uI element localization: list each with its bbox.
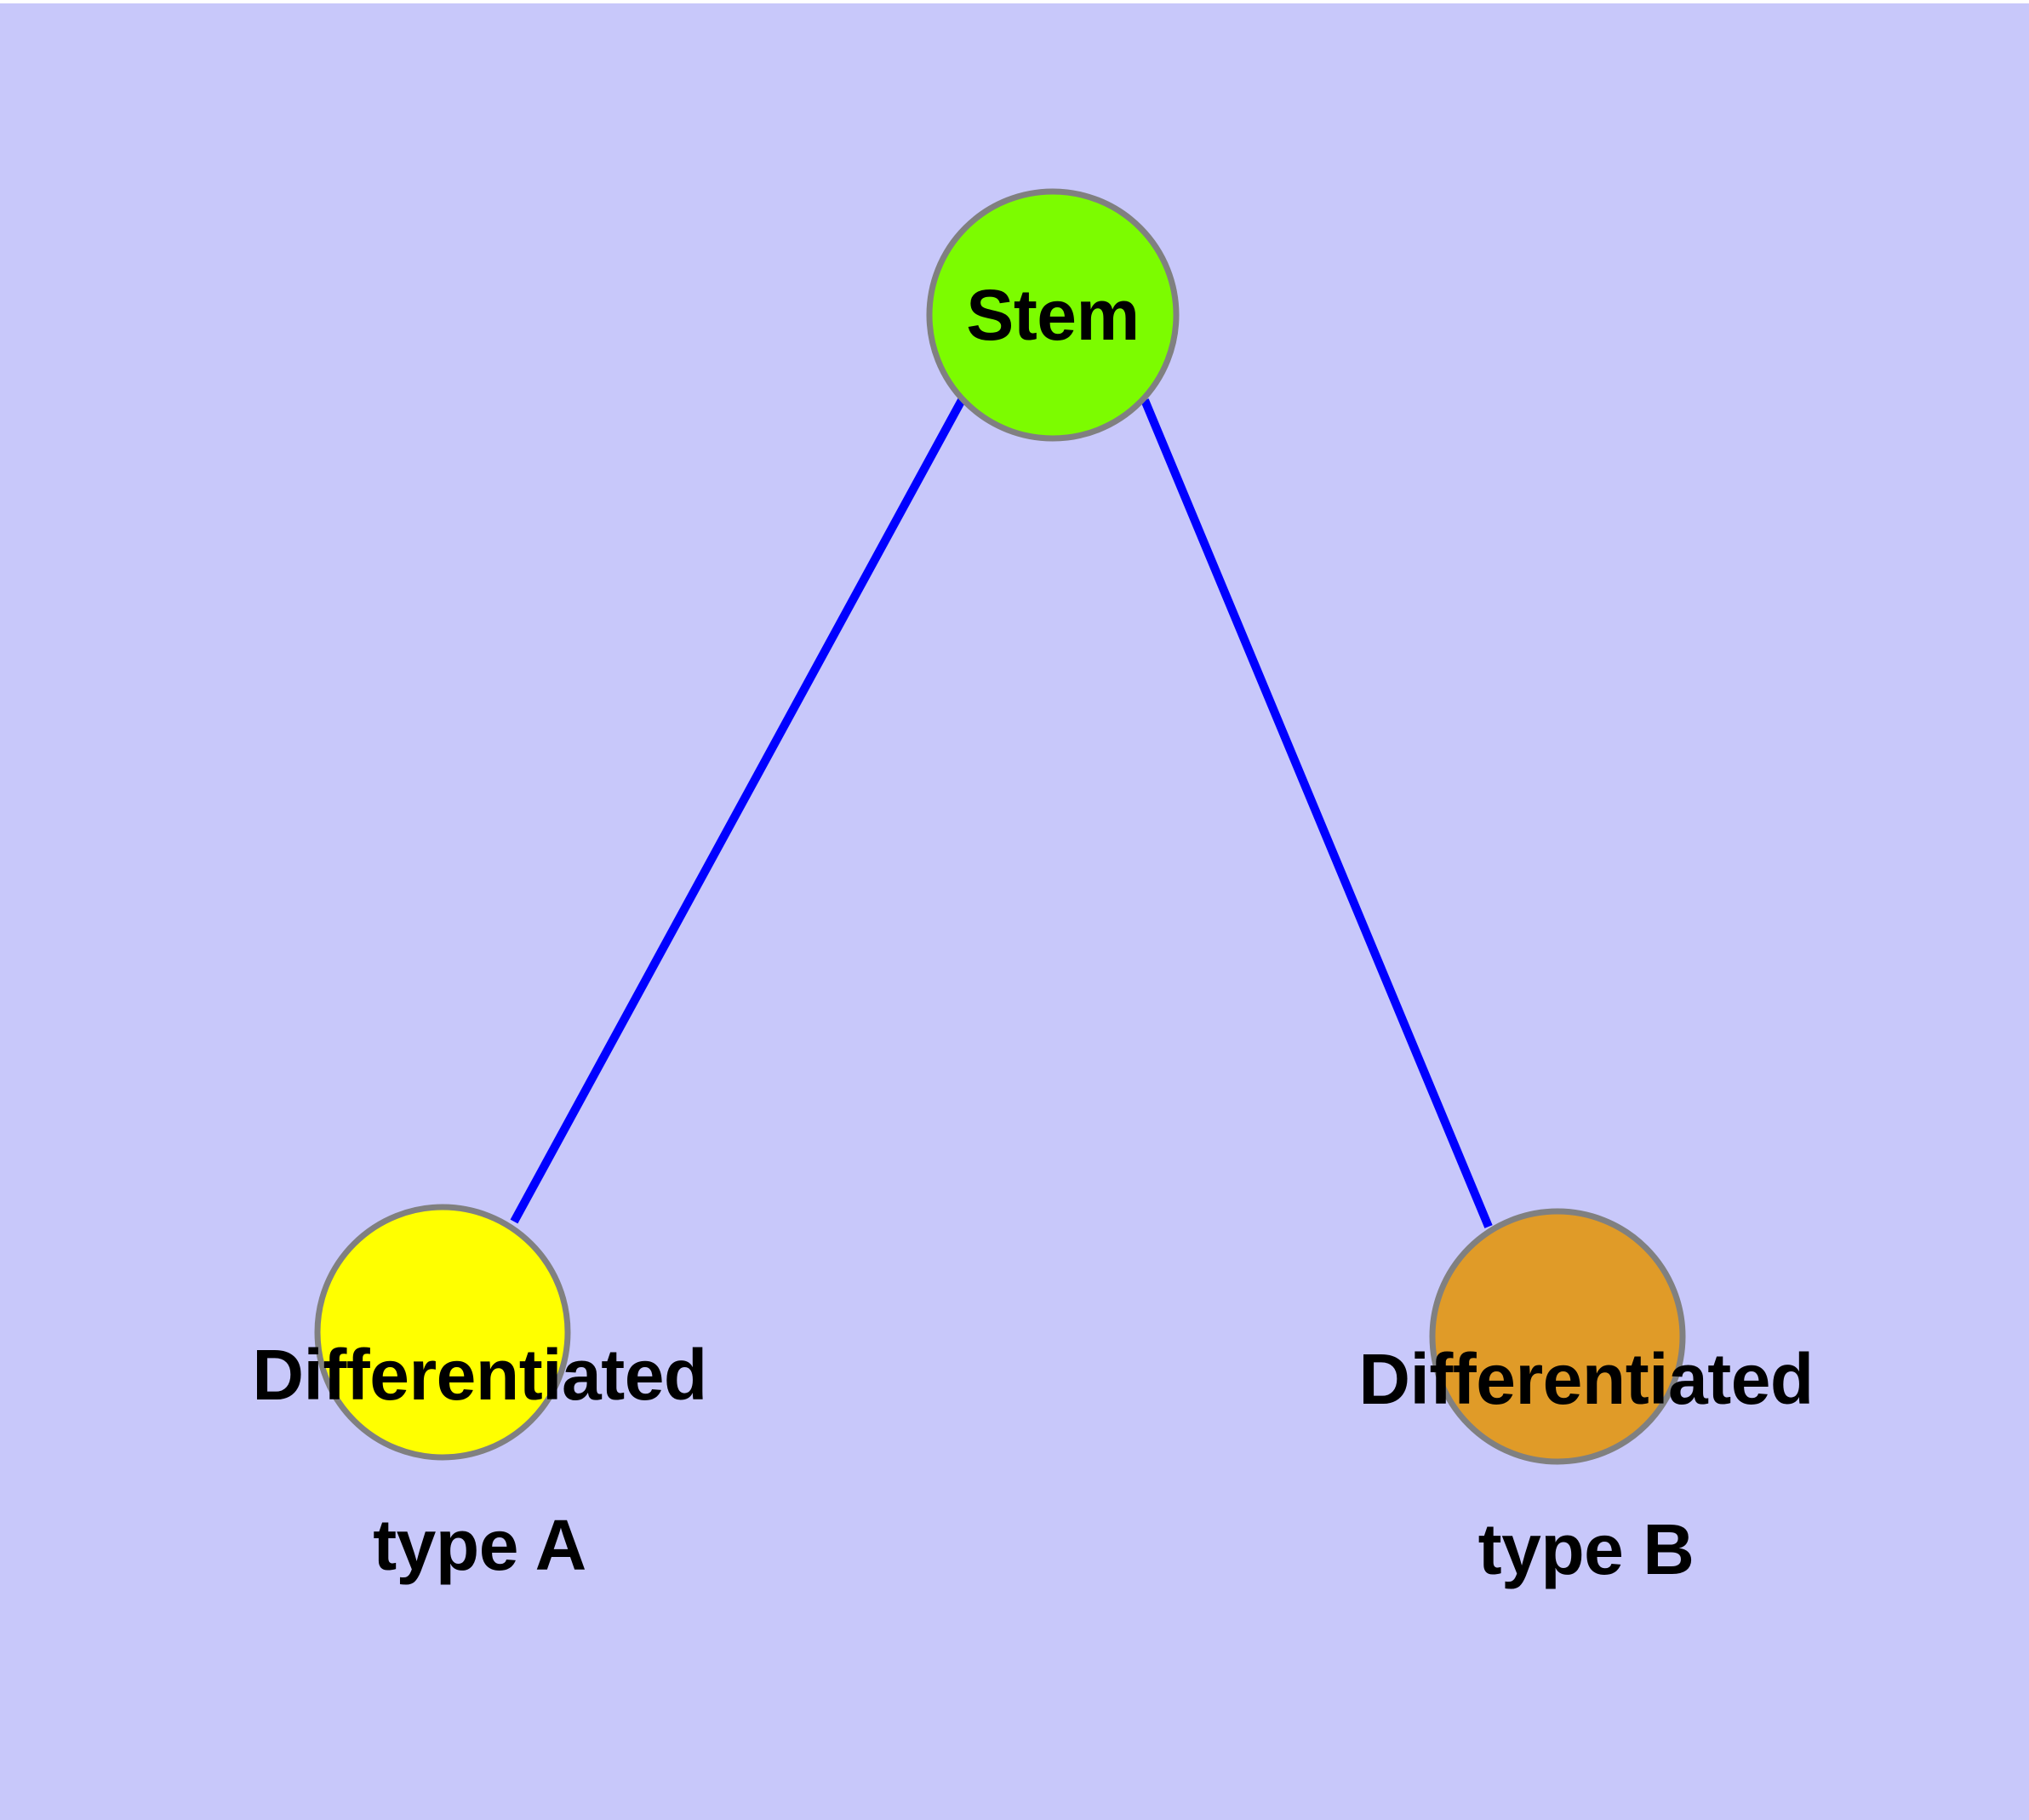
graph-svg bbox=[314, 188, 1686, 1465]
node-layer bbox=[314, 188, 1686, 1465]
edge-stem-to-differentiated-type-b[interactable] bbox=[1140, 398, 1493, 1228]
graph-canvas: Stem Differentiated type A Differentiate… bbox=[0, 3, 2029, 1820]
edge-stem-to-differentiated-type-a[interactable] bbox=[510, 398, 966, 1224]
edge-layer bbox=[510, 398, 1493, 1228]
node-differentiated-type-a[interactable] bbox=[314, 1204, 571, 1461]
node-stem[interactable] bbox=[926, 188, 1180, 442]
node-differentiated-type-b[interactable] bbox=[1429, 1208, 1686, 1465]
